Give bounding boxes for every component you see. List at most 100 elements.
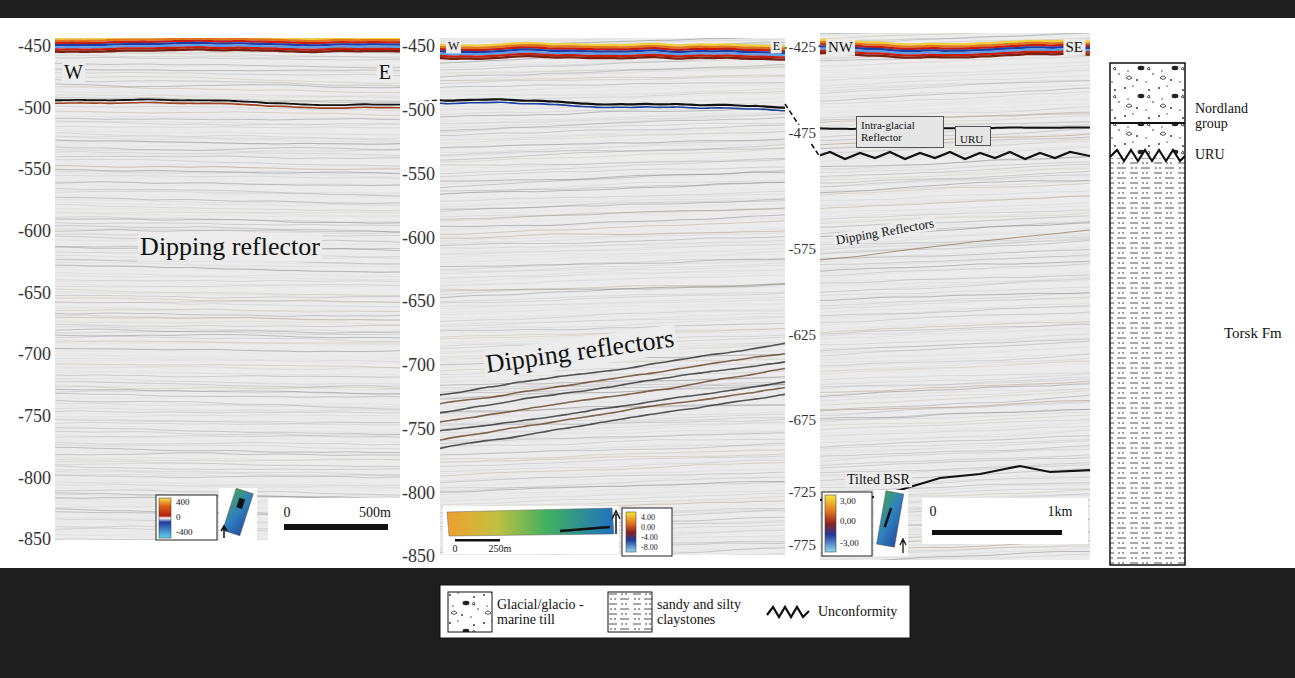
seismic-trace bbox=[55, 130, 400, 135]
seafloor-reflector bbox=[440, 56, 785, 59]
seismic-trace bbox=[55, 321, 400, 326]
seismic-trace bbox=[440, 144, 785, 155]
map-inset bbox=[874, 490, 908, 556]
north-arrow bbox=[221, 526, 227, 538]
seismic-trace bbox=[820, 319, 1090, 329]
section-label: Nordland group bbox=[1193, 101, 1269, 132]
seismic-trace bbox=[55, 72, 400, 75]
legend-swatch bbox=[607, 591, 653, 633]
axis-tick: -450 bbox=[400, 37, 437, 57]
seismic-trace bbox=[55, 149, 400, 151]
seismic-trace bbox=[820, 61, 1090, 71]
seismic-trace bbox=[55, 422, 400, 424]
reflector bbox=[440, 393, 785, 450]
seismic-trace bbox=[55, 375, 400, 378]
scale-label: 1km bbox=[1046, 504, 1075, 519]
axis-tick: -700 bbox=[16, 345, 53, 365]
seismic-trace bbox=[55, 360, 400, 363]
section-label: Torsk Fm bbox=[1222, 325, 1284, 342]
axis-tick: -850 bbox=[16, 530, 53, 550]
seismic-trace bbox=[55, 346, 400, 354]
seismic-trace bbox=[820, 340, 1090, 353]
seismic-trace bbox=[55, 475, 400, 477]
seismic-section bbox=[55, 38, 400, 540]
section-label: E bbox=[377, 61, 393, 83]
seismic-trace bbox=[440, 240, 785, 248]
colorbar-box bbox=[822, 492, 872, 556]
seismic-trace bbox=[55, 284, 400, 287]
legend-swatch bbox=[447, 591, 493, 633]
axis-tick: -850 bbox=[400, 547, 437, 567]
map-inset bbox=[877, 491, 904, 547]
seismic-trace bbox=[55, 89, 400, 98]
scale-label: 0 bbox=[282, 505, 293, 520]
seismic-trace bbox=[440, 270, 785, 282]
seismic-trace bbox=[55, 452, 400, 456]
colorbar bbox=[159, 498, 171, 538]
seismic-trace bbox=[820, 445, 1090, 457]
seismic-trace bbox=[440, 421, 785, 430]
seismic-trace bbox=[55, 140, 400, 144]
seismic-trace bbox=[55, 320, 400, 325]
bottom-band bbox=[0, 568, 1295, 678]
seismic-trace bbox=[55, 266, 400, 272]
seismic-trace bbox=[55, 400, 400, 409]
seismic-trace bbox=[55, 274, 400, 277]
axis-tick: -500 bbox=[400, 101, 437, 121]
seismic-trace bbox=[55, 308, 400, 316]
profile-line bbox=[560, 527, 610, 531]
scale-bar-box bbox=[268, 498, 400, 540]
strat-column bbox=[1110, 63, 1185, 565]
colorbar-value: 400 bbox=[174, 498, 192, 508]
seismic-trace bbox=[440, 265, 785, 279]
seismic-trace bbox=[55, 436, 400, 438]
seismic-trace bbox=[55, 92, 400, 98]
seismic-trace bbox=[55, 145, 400, 150]
axis-tick: -725 bbox=[787, 484, 819, 501]
seismic-trace bbox=[55, 358, 400, 362]
seismic-trace bbox=[55, 226, 400, 233]
seismic-trace bbox=[55, 317, 400, 320]
seismic-trace bbox=[55, 343, 400, 346]
seismic-trace bbox=[55, 269, 400, 272]
colorbar-value: -3,00 bbox=[838, 539, 861, 549]
seismic-trace bbox=[440, 214, 785, 226]
seismic-trace bbox=[440, 191, 785, 202]
seismic-trace bbox=[55, 484, 400, 486]
seismic-trace bbox=[440, 123, 785, 132]
seismic-trace bbox=[820, 409, 1090, 421]
seismic-trace bbox=[55, 435, 400, 438]
seismic-trace bbox=[440, 316, 785, 327]
seismic-trace bbox=[440, 259, 785, 270]
seismic-trace bbox=[55, 301, 400, 306]
colorbar-value: -8.00 bbox=[639, 544, 660, 553]
seismic-trace bbox=[440, 38, 785, 44]
axis-tick: -800 bbox=[400, 484, 437, 504]
seismic-trace bbox=[55, 191, 400, 195]
seismic-trace bbox=[55, 291, 400, 297]
seismic-trace bbox=[55, 483, 400, 488]
reflector bbox=[55, 99, 400, 105]
seafloor-reflector bbox=[820, 53, 1090, 58]
seismic-trace bbox=[55, 212, 400, 214]
axis-tick: -675 bbox=[787, 412, 819, 429]
seismic-trace bbox=[55, 301, 400, 303]
seismic-trace bbox=[55, 474, 400, 477]
section-label: URU bbox=[1193, 147, 1227, 162]
legend-text: sandy and silty claystones bbox=[657, 597, 761, 628]
seismic-trace bbox=[55, 152, 400, 157]
axis-tick: -600 bbox=[400, 229, 437, 249]
section-label: SE bbox=[1063, 39, 1085, 56]
seismic-trace bbox=[440, 78, 785, 90]
seismic-trace bbox=[55, 185, 400, 187]
seismic-panels bbox=[45, 0, 1107, 589]
seismic-trace bbox=[820, 277, 1090, 287]
axis-tick: -500 bbox=[16, 99, 53, 119]
seismic-trace bbox=[440, 113, 785, 126]
axis-tick: -800 bbox=[16, 469, 53, 489]
seismic-trace bbox=[55, 182, 400, 186]
seismic-trace bbox=[820, 436, 1090, 448]
colorbar-value: -400 bbox=[174, 528, 195, 538]
callout-text: URU bbox=[960, 133, 983, 145]
seismic-trace bbox=[55, 408, 400, 411]
